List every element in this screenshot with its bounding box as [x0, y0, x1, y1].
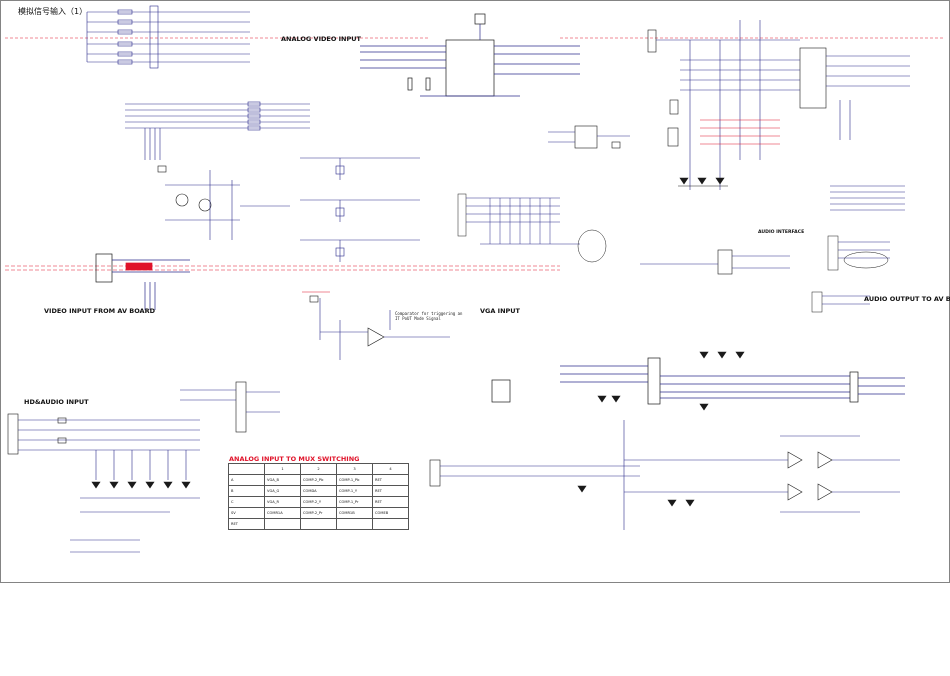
section-hd-audio-input: HD&AUDIO INPUT	[24, 398, 89, 406]
mux-table-cell: C	[228, 496, 265, 508]
comparator-circuit	[302, 291, 450, 360]
section-video-input-av-board: VIDEO INPUT FROM AV BOARD	[44, 307, 155, 315]
mux-table-header-cell	[228, 463, 265, 475]
mux-table-header-cell: 1	[264, 463, 301, 475]
mux-table-cell: COMR1B	[336, 507, 373, 519]
section-audio-output-av-board: AUDIO OUTPUT TO AV BOARD	[864, 295, 950, 303]
mux-table-cell	[336, 518, 373, 530]
section-analog-video-input: ANALOG VIDEO INPUT	[281, 35, 361, 43]
mux-table-cell: VGA_R	[264, 496, 301, 508]
mux-table-cell	[300, 518, 337, 530]
mux-table-cell: COMP-1_Y	[336, 485, 373, 497]
mux-table-cell: RET	[372, 496, 409, 508]
mux-table-row: RET	[228, 518, 409, 530]
audio-interface-block	[647, 20, 910, 190]
mux-table-cell: COMP-2_Pb	[300, 474, 337, 486]
center-connector-bus	[457, 193, 607, 263]
mux-table-cell: RET	[372, 485, 409, 497]
mux-table-header-cell: 3	[336, 463, 373, 475]
signal-divider-network	[300, 157, 420, 262]
mux-table-cell: COMP-1_Pb	[336, 474, 373, 486]
mux-table-cell: COMP-2_Y	[300, 496, 337, 508]
mux-table-cell: RET	[372, 474, 409, 486]
audio-jack-lower	[429, 459, 640, 487]
av-board-bus	[5, 265, 560, 271]
mux-table-cell: A	[228, 474, 265, 486]
mux-table-cell: COMP-2_Pr	[300, 507, 337, 519]
mux-table-cell: VGA_B	[264, 474, 301, 486]
audio-output-opamps	[623, 420, 900, 530]
mux-table-cell: B	[228, 485, 265, 497]
av-board-connector	[95, 253, 190, 310]
mux-table-title: ANALOG INPUT TO MUX SWITCHING	[229, 455, 360, 463]
esd-diodes-vga	[577, 351, 745, 507]
mux-table-cell: COMR1A	[264, 507, 301, 519]
mux-table-cell: COMP-1_Pr	[336, 496, 373, 508]
esd-diodes-hd	[91, 481, 191, 489]
hd-audio-input-block	[7, 381, 280, 553]
mux-table-header-cell: 2	[300, 463, 337, 475]
esd-diodes-audio	[678, 177, 728, 187]
mux-table-cell: RET	[228, 518, 265, 530]
input-filter-ladder	[86, 5, 250, 69]
video-mux-ic	[360, 13, 580, 97]
video-buffer-transistors	[157, 165, 290, 240]
section-vga-input: VGA INPUT	[480, 307, 520, 315]
mux-table-cell	[264, 518, 301, 530]
audio-output-lines	[811, 185, 905, 313]
comparator-note-line1: Comparator for triggering an	[395, 311, 463, 316]
mux-table-cell: COMDA	[300, 485, 337, 497]
section-audio-interface: AUDIO INTERFACE	[758, 230, 805, 235]
aux-ic	[548, 125, 630, 149]
mux-table-cell	[372, 518, 409, 530]
vga-connector	[491, 357, 905, 405]
comparator-note-line2: IT PoUT Mode Signal	[395, 316, 441, 321]
mux-table-cell: SV	[228, 507, 265, 519]
av-resistor-bank	[125, 101, 310, 160]
mux-table-header-cell: 4	[372, 463, 409, 475]
audio-connector-mid	[640, 249, 790, 275]
mux-table-cell: COMEB	[372, 507, 409, 519]
mux-table-cell: VGA_G	[264, 485, 301, 497]
page-title: 模拟信号输入（1）	[18, 7, 88, 16]
